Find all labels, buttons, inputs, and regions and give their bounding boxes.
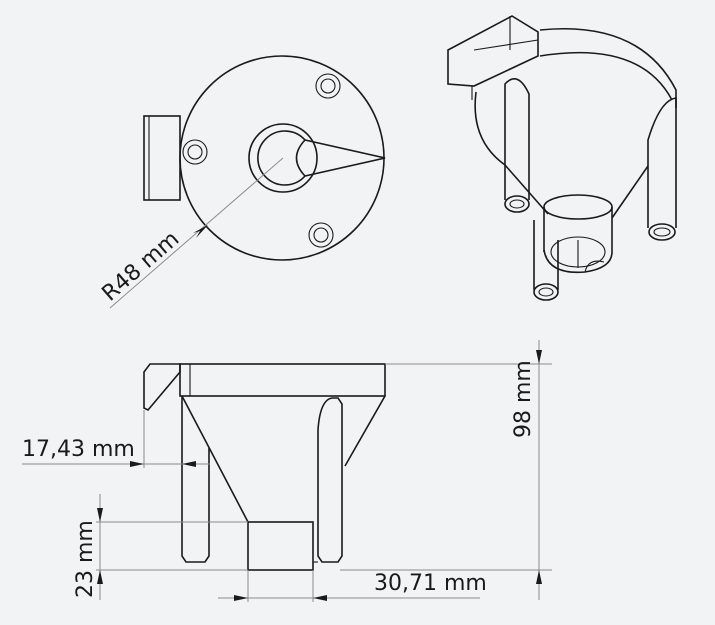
top-view: R48 mm <box>98 55 386 309</box>
center-ring <box>248 123 318 193</box>
radius-label: R48 mm <box>98 227 185 307</box>
side-view: 98 mm 17,43 mm 23 mm 30,71 mm <box>22 340 552 602</box>
overhang-label: 17,43 mm <box>22 437 135 462</box>
radius-dimension-line <box>109 157 284 309</box>
tube-width-label: 30,71 mm <box>374 571 487 596</box>
height-label: 98 mm <box>511 360 536 438</box>
tube-height-label: 23 mm <box>73 520 98 598</box>
spout <box>295 139 386 177</box>
isometric-view <box>447 15 677 301</box>
main-disc <box>179 55 385 261</box>
